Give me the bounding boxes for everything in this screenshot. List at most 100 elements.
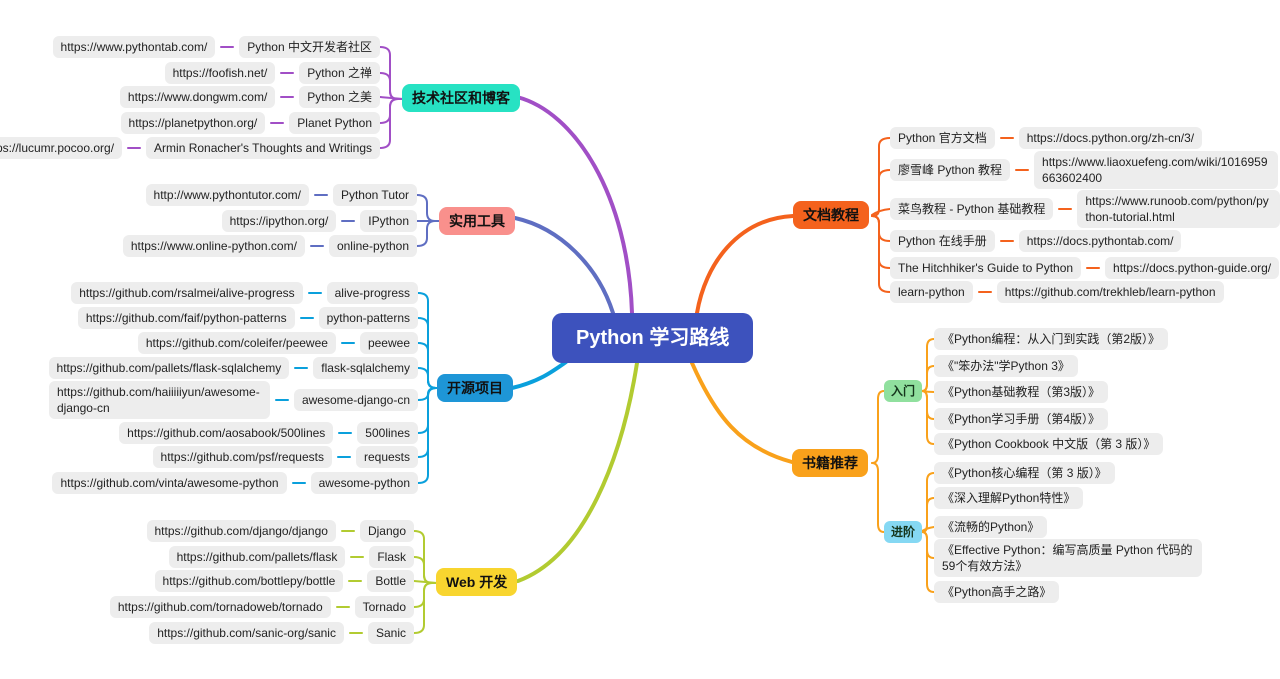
- url-node[interactable]: https://github.com/faif/python-patterns: [77, 307, 295, 329]
- tools-curve: [513, 216, 615, 315]
- url-node[interactable]: https://github.com/haiiiiiyun/awesome-dj…: [48, 381, 270, 419]
- topic-node[interactable]: Python 官方文档: [890, 127, 995, 149]
- book-node[interactable]: 《Python Cookbook 中文版（第 3 版）》: [934, 433, 1164, 455]
- main-branch-curves: [510, 95, 795, 583]
- opensource-item-row: https://github.com/pallets/flask-sqlalch…: [48, 357, 418, 379]
- topic-node[interactable]: 廖雪峰 Python 教程: [890, 159, 1011, 181]
- book-node[interactable]: 《Python高手之路》: [934, 581, 1060, 603]
- url-node[interactable]: https://github.com/vinta/awesome-python: [52, 472, 287, 494]
- subbranch-beginner[interactable]: 入门: [884, 380, 923, 402]
- docs-item-row: Python 在线手册 https://docs.pythontab.com/: [890, 230, 1182, 252]
- item-connector-line: [309, 245, 324, 247]
- topic-node[interactable]: Bottle: [367, 570, 414, 592]
- topic-node[interactable]: peewee: [359, 332, 418, 354]
- community-curve: [515, 95, 634, 315]
- url-node[interactable]: http://www.pythontutor.com/: [145, 184, 309, 206]
- topic-node[interactable]: Tornado: [354, 596, 414, 618]
- branch-books[interactable]: 书籍推荐: [792, 449, 868, 477]
- book-node[interactable]: 《流畅的Python》: [934, 516, 1048, 538]
- community-item-row: https://foofish.net/ Python 之禅: [164, 62, 380, 84]
- topic-node[interactable]: The Hitchhiker's Guide to Python: [890, 257, 1082, 279]
- branch-community[interactable]: 技术社区和博客: [402, 84, 520, 112]
- item-connector-line: [999, 137, 1014, 139]
- book-node[interactable]: 《Python编程：从入门到实践（第2版）》: [934, 328, 1169, 350]
- branch-tools[interactable]: 实用工具: [439, 207, 515, 235]
- topic-node[interactable]: Armin Ronacher's Thoughts and Writings: [146, 137, 380, 159]
- url-node[interactable]: https://github.com/psf/requests: [152, 446, 332, 468]
- url-node[interactable]: https://www.dongwm.com/: [119, 86, 276, 108]
- topic-node[interactable]: flask-sqlalchemy: [313, 357, 418, 379]
- item-connector-line: [270, 122, 285, 124]
- topic-node[interactable]: Django: [359, 520, 414, 542]
- topic-node[interactable]: alive-progress: [326, 282, 418, 304]
- item-connector-line: [348, 632, 363, 634]
- opensource-item-row: https://github.com/faif/python-patterns …: [77, 307, 418, 329]
- url-node[interactable]: https://github.com/pallets/flask-sqlalch…: [48, 357, 290, 379]
- topic-node[interactable]: Python 在线手册: [890, 230, 995, 252]
- url-node[interactable]: https://github.com/tornadoweb/tornado: [109, 596, 331, 618]
- topic-node[interactable]: requests: [355, 446, 418, 468]
- topic-node[interactable]: Flask: [369, 546, 414, 568]
- central-topic-node[interactable]: Python 学习路线: [552, 313, 754, 363]
- topic-node[interactable]: Sanic: [367, 622, 414, 644]
- url-node[interactable]: https://docs.python.org/zh-cn/3/: [1018, 127, 1203, 149]
- topic-node[interactable]: IPython: [360, 210, 417, 232]
- book-node[interactable]: 《Effective Python：编写高质量 Python 代码的59个有效方…: [934, 539, 1202, 577]
- book-node[interactable]: 《Python核心编程（第 3 版）》: [934, 462, 1115, 484]
- opensource-item-lines: [417, 292, 439, 484]
- topic-node[interactable]: 500lines: [357, 422, 418, 444]
- url-node[interactable]: https://github.com/coleifer/peewee: [137, 332, 336, 354]
- topic-node[interactable]: Python Tutor: [332, 184, 417, 206]
- topic-node[interactable]: awesome-django-cn: [293, 389, 418, 411]
- url-node[interactable]: https://github.com/pallets/flask: [168, 546, 346, 568]
- branch-opensource[interactable]: 开源项目: [437, 374, 513, 402]
- book-node[interactable]: 《Python基础教程（第3版）》: [934, 381, 1109, 403]
- item-connector-line: [294, 367, 309, 369]
- url-node[interactable]: https://ipython.org/: [221, 210, 337, 232]
- book-row: 《流畅的Python》: [934, 516, 1048, 538]
- topic-node[interactable]: learn-python: [890, 281, 973, 303]
- topic-node[interactable]: Python 中文开发者社区: [239, 36, 380, 58]
- topic-node[interactable]: 菜鸟教程 - Python 基础教程: [890, 198, 1054, 220]
- book-node[interactable]: 《Python学习手册（第4版）》: [934, 408, 1109, 430]
- url-node[interactable]: https://docs.python-guide.org/: [1105, 257, 1280, 279]
- item-connector-line: [999, 240, 1014, 242]
- topic-node[interactable]: Planet Python: [289, 112, 380, 134]
- subbranch-advanced[interactable]: 进阶: [884, 521, 923, 543]
- branch-docs[interactable]: 文档教程: [793, 201, 869, 229]
- url-node[interactable]: https://www.runoob.com/python/python-tut…: [1077, 190, 1280, 228]
- topic-node[interactable]: Python 之美: [299, 86, 380, 108]
- url-node[interactable]: https://github.com/bottlepy/bottle: [154, 570, 344, 592]
- docs-item-row: 廖雪峰 Python 教程 https://www.liaoxuefeng.co…: [890, 151, 1279, 189]
- url-node[interactable]: https://lucumr.pocoo.org/: [0, 137, 123, 159]
- url-node[interactable]: https://www.online-python.com/: [122, 235, 305, 257]
- topic-node[interactable]: awesome-python: [310, 472, 418, 494]
- opensource-item-row: https://github.com/haiiiiiyun/awesome-dj…: [48, 381, 418, 419]
- url-node[interactable]: https://github.com/django/django: [146, 520, 336, 542]
- url-node[interactable]: https://docs.pythontab.com/: [1018, 230, 1182, 252]
- book-node[interactable]: 《"笨办法"学Python 3》: [934, 355, 1078, 377]
- url-node[interactable]: https://www.pythontab.com/: [52, 36, 216, 58]
- web-item-lines: [413, 530, 438, 634]
- tools-item-row: https://ipython.org/ IPython: [221, 210, 417, 232]
- url-node[interactable]: https://www.liaoxuefeng.com/wiki/1016959…: [1034, 151, 1279, 189]
- url-node[interactable]: https://github.com/trekhleb/learn-python: [996, 281, 1224, 303]
- topic-node[interactable]: Python 之禅: [299, 62, 380, 84]
- url-node[interactable]: https://planetpython.org/: [120, 112, 266, 134]
- url-node[interactable]: https://github.com/aosabook/500lines: [119, 422, 334, 444]
- url-node[interactable]: https://github.com/rsalmei/alive-progres…: [71, 282, 303, 304]
- topic-node[interactable]: python-patterns: [318, 307, 418, 329]
- book-row: 《Python编程：从入门到实践（第2版）》: [934, 328, 1169, 350]
- topic-node[interactable]: online-python: [328, 235, 417, 257]
- url-node[interactable]: https://github.com/sanic-org/sanic: [149, 622, 344, 644]
- book-row: 《Python基础教程（第3版）》: [934, 381, 1109, 403]
- url-node[interactable]: https://foofish.net/: [164, 62, 276, 84]
- item-connector-line: [350, 556, 365, 558]
- branch-web[interactable]: Web 开发: [436, 568, 518, 596]
- web-item-row: https://github.com/pallets/flask Flask: [168, 546, 414, 568]
- item-connector-line: [280, 72, 295, 74]
- docs-item-row: Python 官方文档 https://docs.python.org/zh-c…: [890, 127, 1203, 149]
- item-connector-line: [291, 482, 306, 484]
- book-node[interactable]: 《深入理解Python特性》: [934, 487, 1084, 509]
